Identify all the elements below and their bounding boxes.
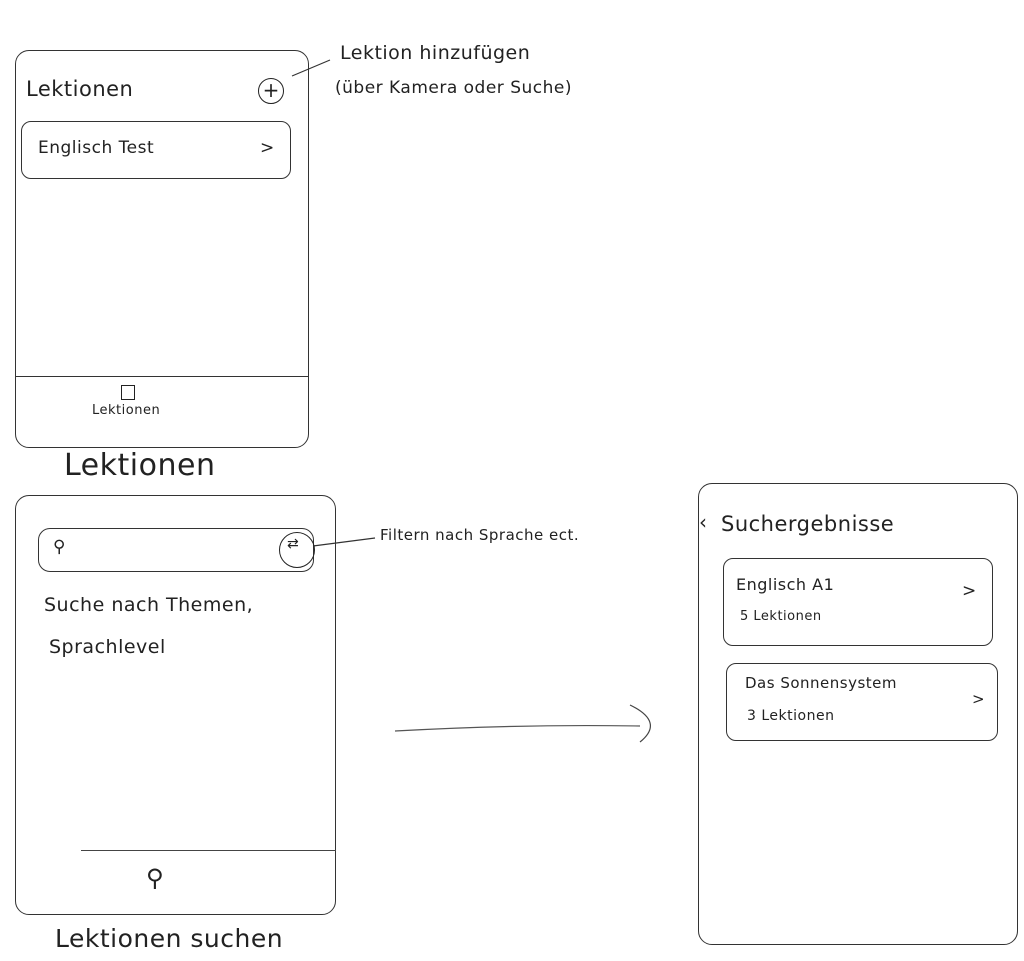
chevron-right-icon: > [972,690,985,708]
tab-lessons[interactable]: Lektionen [88,383,168,428]
screen-caption-lessons: Lektionen [64,448,216,483]
chevron-right-icon: > [260,138,275,158]
result-subtitle: 3 Lektionen [747,708,835,724]
flow-arrow-head [629,704,651,743]
chevron-right-icon: > [962,581,977,601]
flow-arrow-line [394,724,641,732]
tab-lessons-label: Lektionen [92,403,161,418]
result-item[interactable]: Das Sonnensystem 3 Lektionen > [726,663,998,741]
add-annotation-line1: Lektion hinzufügen [340,42,531,64]
tab-bar-divider [81,850,336,851]
plus-icon: + [262,78,280,102]
tab-search[interactable]: ⚲ [146,864,164,892]
filter-button[interactable]: ⇄ [279,532,315,568]
screen-caption-search: Lektionen suchen [55,924,284,953]
phone-search: ⚲ ⇄ Suche nach Themen, Sprachlevel ⚲ [15,495,336,915]
search-input[interactable]: ⚲ ⇄ [38,528,315,572]
search-icon: ⚲ [53,537,66,557]
page-title: Lektionen [26,77,134,101]
back-button[interactable]: ‹ [699,510,707,534]
filter-annotation: Filtern nach Sprache ect. [380,526,580,544]
add-annotation-line2: (über Kamera oder Suche) [335,78,572,98]
lesson-list-item[interactable]: Englisch Test > [21,121,291,179]
result-item[interactable]: Englisch A1 5 Lektionen > [723,558,993,646]
phone-lessons: Lektionen + Englisch Test > Lektionen [15,50,309,448]
lesson-title: Englisch Test [38,138,155,158]
page-title: Suchergebnisse [721,512,895,536]
search-hint-line2: Sprachlevel [49,636,166,658]
book-icon [121,385,135,400]
add-annotation-pointer [291,59,331,77]
result-subtitle: 5 Lektionen [740,609,822,624]
search-icon: ⚲ [146,864,164,892]
sliders-icon: ⇄ [287,536,299,552]
filter-annotation-pointer [312,537,376,547]
phone-results: ‹ Suchergebnisse Englisch A1 5 Lektionen… [698,483,1018,945]
result-title: Das Sonnensystem [745,674,898,692]
result-title: Englisch A1 [736,575,835,594]
tab-bar-divider [16,376,308,377]
search-hint-line1: Suche nach Themen, [44,594,254,616]
add-lesson-button[interactable]: + [258,78,284,104]
